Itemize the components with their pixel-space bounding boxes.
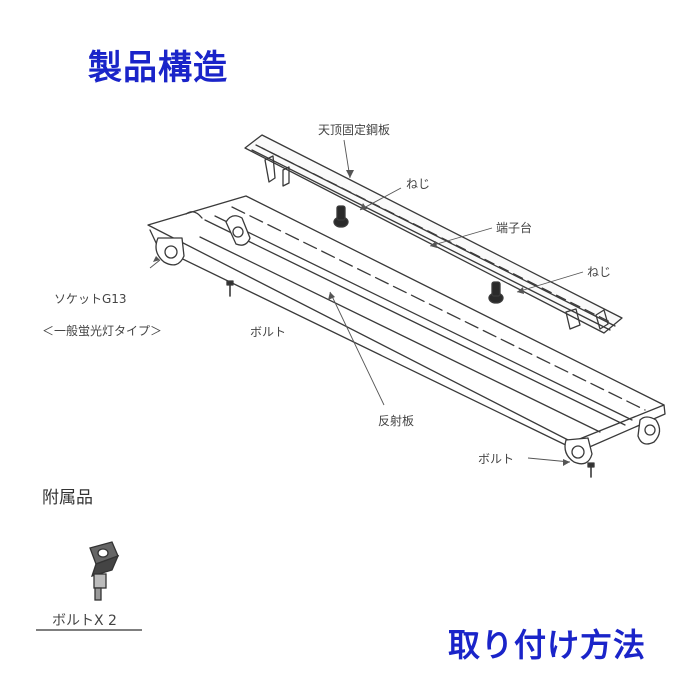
footer-title: 取り付け方法 [448,626,647,664]
socket-left [155,215,251,266]
page-title: 製品構造 [88,48,228,88]
label-bolt-1: ボルト [250,325,287,339]
screw-center [333,205,349,228]
reflector-housing [147,195,666,453]
leader-lines [36,139,584,631]
label-screw-1: ねじ [406,177,431,191]
leader-arrows [153,170,570,466]
label-ceiling-plate: 天顶固定鋼板 [318,123,391,137]
label-socket: ソケットG13 [54,292,127,306]
ceiling-plate [244,134,623,334]
label-socket-note: ＜一般蛍光灯タイプ＞ [42,324,163,338]
accessory-bolt [89,541,120,601]
label-terminal-block: 端子台 [496,221,533,235]
label-reflector: 反射板 [378,414,415,428]
label-screw-2: ねじ [587,265,612,279]
bolt-left [226,280,234,297]
screw-right [488,281,504,304]
accessories-heading: 附属品 [42,488,93,508]
bolt-right [587,462,595,478]
socket-right [564,416,661,465]
accessory-item-bolt: ボルトX 2 [52,613,117,629]
label-bolt-2: ボルト [478,452,515,466]
